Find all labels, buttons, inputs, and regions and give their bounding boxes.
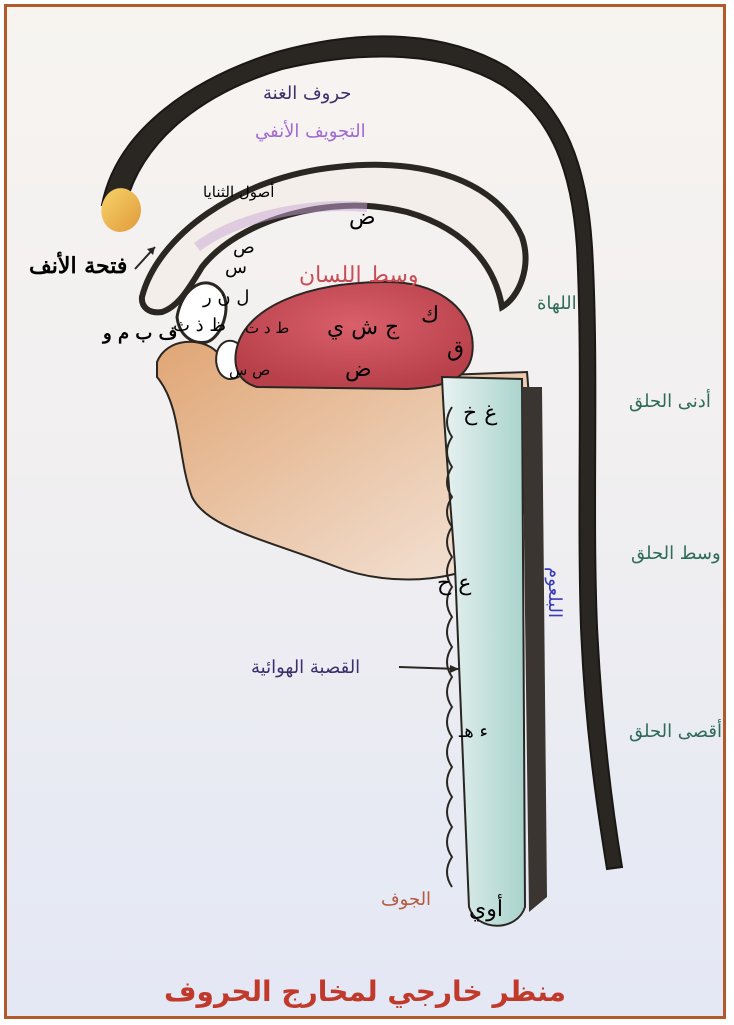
letter-sad: ص [233, 239, 255, 257]
letter-kaf: ك [421, 305, 439, 327]
windpipe [442, 377, 525, 926]
label-esophagus: البلعوم [544, 567, 565, 618]
letter-ghayn-kha: غ خ [463, 403, 497, 425]
letter-dad-top: ض [349, 207, 376, 229]
label-nostril: فتحة الأنف [29, 255, 127, 277]
diagram-title: منظر خارجي لمخارج الحروف [7, 975, 723, 1008]
label-nearest-throat: أدنى الحلق [629, 393, 711, 411]
label-nasal-cavity: التجويف الأنفي [255, 123, 366, 141]
diagram-frame: حروف الغنة التجويف الأنفي فتحة الأنف أصو… [4, 4, 726, 1019]
letter-sin: س [225, 259, 247, 277]
label-incisor-roots: أصول الثنايا [203, 185, 274, 200]
letter-ta-dal-ta: ط د ت [245, 321, 289, 336]
esophagus [522, 387, 547, 912]
label-windpipe: القصبة الهوائية [251, 659, 360, 677]
label-tongue-middle: وسط اللسان [299, 265, 419, 287]
label-cavity: الجوف [381, 891, 431, 909]
vocal-tract-illustration [7, 7, 726, 1019]
label-uvula: اللهاة [537, 295, 577, 313]
letter-alif-waw-ya: أوي [469, 899, 503, 921]
letter-lower-s: ص س [229, 363, 270, 378]
letter-hamza-ha: ء هـ [459, 723, 488, 741]
letter-jim-shin-ya: ج ش ي [327, 317, 399, 339]
letter-ayn-ha: ع ح [437, 573, 471, 595]
label-nasal-letters: حروف الغنة [263, 85, 351, 103]
letter-lam-nun-ra: ل ن ر [203, 289, 249, 307]
letter-lips: ف ب م و [103, 325, 177, 343]
letter-qaf: ق [447, 339, 464, 361]
nose-tip [101, 188, 141, 232]
label-middle-throat: وسط الحلق [631, 545, 721, 563]
letter-dad-bottom: ض [345, 359, 372, 381]
label-deepest-throat: أقصى الحلق [629, 723, 722, 741]
letter-tha-dhal-za: ظ ذ ث [173, 317, 226, 335]
